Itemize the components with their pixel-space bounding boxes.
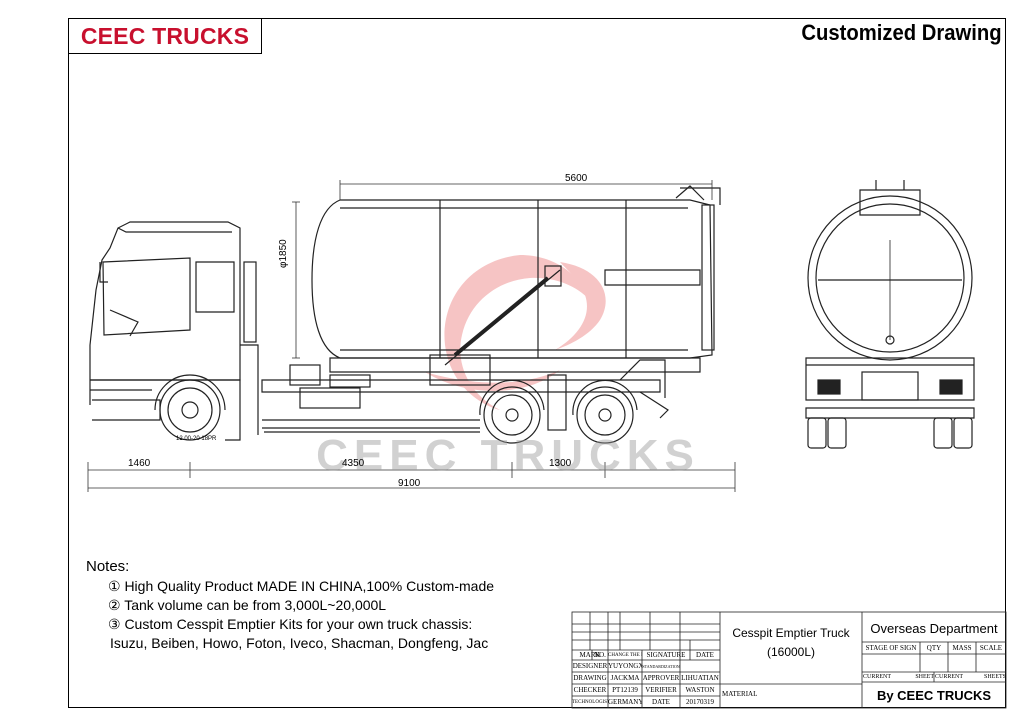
tb-approver-label: APPROVER <box>642 674 680 682</box>
tb-verifier-label: VERIFIER <box>645 686 677 694</box>
dim-front-overhang: 1460 <box>128 458 151 469</box>
tb-verifier-name: WASTON <box>685 686 715 694</box>
tb-header-change: CHANGE THE FILE NO. <box>608 653 642 658</box>
tb-sheets: SHEETS <box>983 674 1006 680</box>
dim-tank-diameter: φ1850 <box>278 239 289 268</box>
tb-technologist-label: TECHNOLOGIST <box>572 700 608 705</box>
tb-sheet: SHEET <box>915 674 934 680</box>
tb-date-label: DATE <box>652 698 670 706</box>
tb-product-volume: (16000L) <box>766 645 816 659</box>
notes-heading: Notes: <box>86 558 130 575</box>
tb-mass: MASS <box>952 644 972 652</box>
watermark-text: CEEC TRUCKS <box>316 431 700 480</box>
truck-rear-view <box>805 180 975 449</box>
note-item-3: ③ Custom Cesspit Emptier Kits for your o… <box>108 616 473 632</box>
tb-scale: SCALE <box>979 644 1003 652</box>
dimension-lines <box>87 180 736 492</box>
tb-header-date: DATE <box>696 651 714 659</box>
truck-side-view <box>89 185 721 444</box>
note-item-1: ① High Quality Product MADE IN CHINA,100… <box>108 578 495 594</box>
tb-department: Overseas Department <box>870 621 998 636</box>
tb-material-label: MATERIAL <box>722 690 758 698</box>
tb-standardization-label: STANDARDIZATION <box>642 664 680 669</box>
tb-header-mark: MARK <box>579 651 601 659</box>
tb-date-value: 20170319 <box>686 698 714 706</box>
dim-wheelbase: 4350 <box>342 458 365 469</box>
watermark-logo <box>425 255 606 410</box>
brand-logo-box: CEEC TRUCKS <box>68 18 262 54</box>
notes-section: Notes: ① High Quality Product MADE IN CH… <box>86 557 494 653</box>
tb-drawing-label: DRAWING <box>573 674 607 682</box>
tb-checker-name: PT12139 <box>612 686 638 694</box>
page-title: Customized Drawing <box>801 20 1002 45</box>
brand-logo-text: CEEC TRUCKS <box>80 22 250 49</box>
tb-header-no: NO. <box>594 651 606 659</box>
tb-designer-label: DESIGNER <box>572 662 608 670</box>
tb-header-signature: SIGNATURE <box>646 651 686 659</box>
tb-checker-label: CHECKER <box>573 686 607 694</box>
tb-qty: QTY <box>926 644 942 652</box>
tyre-spec-label: 12.00-20 18PR <box>176 436 217 442</box>
tb-designer-name: YUYONGXIN <box>608 662 642 670</box>
tb-approver-name: LIHUATIAN <box>681 674 719 682</box>
tb-technologist-name: GERMANY <box>608 698 642 706</box>
tb-current-1: CURRENT <box>863 674 892 680</box>
chassis-list: Isuzu, Beiben, Howo, Foton, Iveco, Shacm… <box>110 635 489 651</box>
drawing-frame <box>68 18 1006 708</box>
title-block-lines <box>571 611 1007 709</box>
tb-product-name: Cesspit Emptier Truck <box>732 626 850 640</box>
dim-rear-axle-spacing: 1300 <box>549 458 572 469</box>
tb-current-2: CURRENT <box>935 674 964 680</box>
tb-stage-of-sign: STAGE OF SIGN <box>865 644 917 652</box>
dim-overall-length: 9100 <box>398 478 421 489</box>
note-item-2: ② Tank volume can be from 3,000L~20,000L <box>108 597 387 613</box>
tb-by-company: By CEEC TRUCKS <box>876 688 992 703</box>
tb-drawing-name: JACKMA <box>610 674 640 682</box>
dim-tank-length: 5600 <box>565 173 588 184</box>
